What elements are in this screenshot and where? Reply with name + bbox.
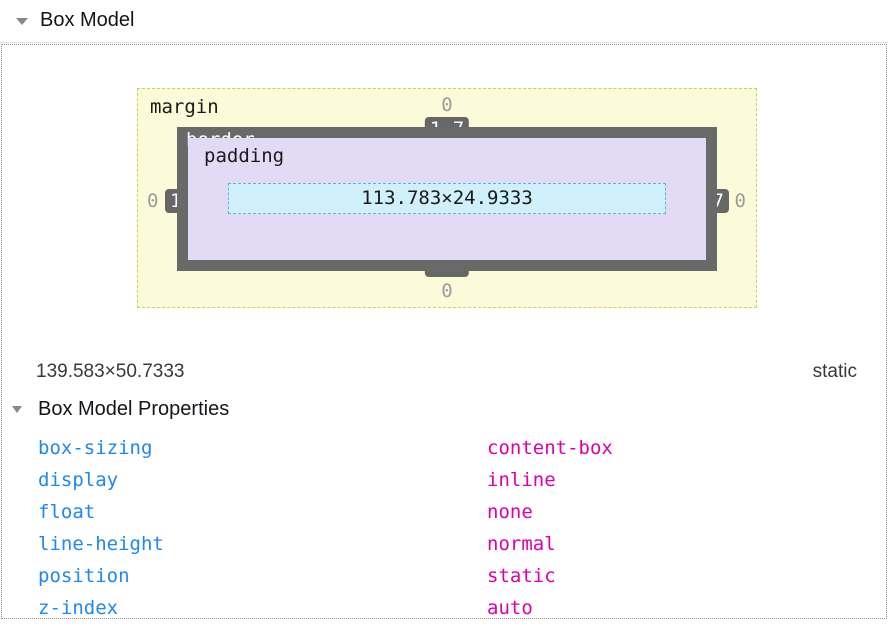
box-model-header[interactable]: Box Model	[0, 0, 888, 43]
margin-bottom-value[interactable]: 0	[441, 280, 453, 302]
property-value[interactable]: content-box	[487, 437, 613, 459]
padding-label: padding	[204, 145, 285, 167]
property-name[interactable]: display	[38, 469, 119, 491]
property-row: box-sizing content-box	[0, 436, 888, 460]
panel-title: Box Model	[40, 9, 135, 31]
margin-label: margin	[150, 96, 219, 118]
property-row: z-index auto	[0, 596, 888, 620]
property-value[interactable]: static	[487, 565, 556, 587]
properties-collapse-arrow-icon[interactable]	[12, 406, 22, 413]
property-name[interactable]: position	[38, 565, 130, 587]
property-value[interactable]: normal	[487, 533, 556, 555]
margin-right-value[interactable]: 0	[734, 190, 746, 212]
property-name[interactable]: z-index	[38, 597, 119, 619]
padding-layer[interactable]: padding 113.783×24.9333	[188, 138, 706, 260]
property-row: display inline	[0, 468, 888, 492]
property-name[interactable]: line-height	[38, 533, 164, 555]
property-row: line-height normal	[0, 532, 888, 556]
content-layer[interactable]: 113.783×24.9333	[228, 183, 666, 214]
element-dimensions: 139.583×50.7333	[36, 361, 185, 382]
properties-title[interactable]: Box Model Properties	[38, 398, 230, 420]
margin-left-value[interactable]: 0	[147, 190, 159, 212]
collapse-arrow-icon[interactable]	[16, 18, 28, 25]
margin-top-value[interactable]: 0	[441, 94, 453, 116]
property-row: position static	[0, 564, 888, 588]
property-value[interactable]: inline	[487, 469, 556, 491]
property-value[interactable]: auto	[487, 597, 533, 619]
property-value[interactable]: none	[487, 501, 533, 523]
border-layer[interactable]: border padding 113.783×24.9333	[177, 127, 717, 271]
property-name[interactable]: box-sizing	[38, 437, 153, 459]
property-name[interactable]: float	[38, 501, 96, 523]
margin-layer[interactable]: margin 0 1.7 11.2 11.2 1.7 0 0 1.7 11.2 …	[137, 88, 757, 308]
property-row: float none	[0, 500, 888, 524]
element-position: static	[812, 361, 857, 382]
